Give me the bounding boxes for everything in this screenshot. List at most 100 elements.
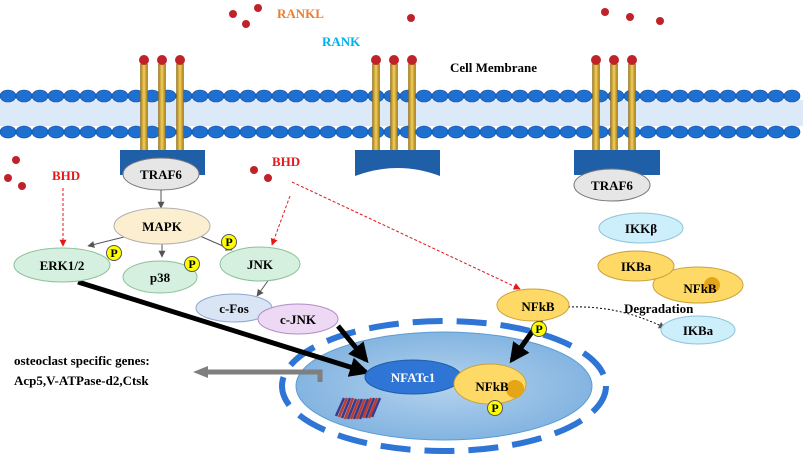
gene-output-line: [208, 369, 323, 382]
cjnk-node: c-JNK: [257, 303, 339, 335]
bound-rankl-ligand: [407, 55, 417, 65]
nfkb-nucleus-subunit: [506, 380, 524, 398]
phospho-nfkb-cyto-circle: [531, 321, 547, 337]
phospho-nfkb-nucleus-circle: [487, 400, 503, 416]
lipid-head: [319, 89, 337, 103]
bhd-dot: [264, 174, 272, 182]
ligand-dot: [407, 14, 415, 22]
phospho-erk: P: [106, 245, 122, 261]
bound-rankl-ligand: [627, 55, 637, 65]
lipid-head: [415, 89, 433, 103]
lipid-head: [655, 89, 673, 103]
cell-membrane-label: Cell Membrane: [450, 60, 537, 75]
lipid-head: [575, 125, 593, 139]
traf6-left-label: TRAF6: [140, 167, 182, 182]
ikkb-node: IKKβ: [598, 212, 684, 244]
lipid-head: [191, 89, 209, 103]
lipid-head: [431, 125, 449, 139]
nfkb-complex-subunit: [704, 277, 720, 293]
lipid-head: [287, 89, 305, 103]
lipid-head: [559, 125, 577, 139]
traf6-left: TRAF6: [120, 150, 205, 191]
mapk-shape: [113, 207, 211, 245]
bhd-molecules: [4, 156, 272, 190]
bound-rankl-ligand: [371, 55, 381, 65]
ikba-shape: [597, 250, 675, 282]
jnk-shape: [219, 246, 301, 282]
osteoclast-genes-title: osteoclast specific genes:: [14, 353, 150, 368]
bhd-dot: [4, 174, 12, 182]
lipid-head: [751, 89, 769, 103]
nfatc1-node: NFATc1: [364, 359, 462, 395]
lipid-head: [47, 89, 65, 103]
ikba-nfkb-complex: IKBa NFkB: [597, 250, 744, 304]
rank-receptor-rod: [176, 63, 184, 153]
phospho-erk-label: P: [110, 246, 117, 260]
bhd-dot: [12, 156, 20, 164]
lipid-head: [495, 89, 513, 103]
lipid-head: [463, 89, 481, 103]
ikkb-label: IKKβ: [625, 221, 657, 236]
rank-receptor-rod: [158, 63, 166, 153]
arrow-bhd-nfkb: [291, 181, 521, 290]
phospho-jnk: P: [221, 234, 237, 250]
lipid-head: [255, 89, 273, 103]
phospho-p38-label: P: [188, 257, 195, 271]
membrane-core: [0, 100, 803, 126]
lipid-head: [767, 89, 785, 103]
nfkb-complex-shape: [652, 266, 744, 304]
jnk-label: JNK: [247, 257, 274, 272]
nfatc1-label: NFATc1: [391, 370, 436, 385]
bound-rankl-ligand: [175, 55, 185, 65]
lipid-head: [703, 125, 721, 139]
rank-receptor-rod: [408, 63, 416, 153]
ikba-degraded-label: IKBa: [683, 323, 714, 338]
lipid-head: [671, 125, 689, 139]
lipid-head: [271, 89, 289, 103]
gene-output-arrow: [193, 366, 323, 382]
lipid-head: [303, 89, 321, 103]
phospho-nfkb-cyto: P: [531, 321, 547, 337]
lipid-head: [559, 89, 577, 103]
lipid-head: [255, 125, 273, 139]
rank-receptor-rod: [592, 63, 600, 153]
lipid-head: [79, 125, 97, 139]
lipid-head: [719, 125, 737, 139]
lipid-head: [95, 125, 113, 139]
lipid-head: [223, 125, 241, 139]
traf6-right-label: TRAF6: [591, 178, 633, 193]
lipid-head: [703, 89, 721, 103]
ligand-dot: [229, 10, 237, 18]
phospho-nfkb-nucleus-label: P: [491, 401, 498, 415]
lipid-head: [735, 125, 753, 139]
lipid-head: [447, 125, 465, 139]
lipid-head: [15, 89, 33, 103]
bound-rankl-ligand: [157, 55, 167, 65]
lipid-head: [47, 125, 65, 139]
rankl-label: RANKL: [277, 6, 324, 21]
lipid-head: [335, 125, 353, 139]
arrow-mapk-erk: [87, 235, 129, 248]
phospho-erk-circle: [106, 245, 122, 261]
rank-receptor-rod: [390, 63, 398, 153]
lipid-head: [431, 89, 449, 103]
free-rankl-ligands: [229, 4, 664, 28]
rank-receptor-rod: [628, 63, 636, 153]
ligand-dot: [254, 4, 262, 12]
p38-node: p38: [122, 260, 198, 294]
ikba-label: IKBa: [621, 259, 652, 274]
lipid-head: [351, 89, 369, 103]
cfos-node: c-Fos: [195, 293, 273, 323]
bhd-label-right: BHD: [272, 154, 300, 169]
lipid-head: [95, 89, 113, 103]
lipid-head: [655, 125, 673, 139]
lipid-head: [447, 89, 465, 103]
gene-output-head: [193, 366, 208, 378]
lipid-head: [287, 125, 305, 139]
p38-label: p38: [150, 270, 171, 285]
lipid-head: [207, 125, 225, 139]
bound-rankl-ligand: [389, 55, 399, 65]
phospho-p38: P: [184, 256, 200, 272]
lipid-head: [31, 125, 49, 139]
nfkb-nucleus-node: NFkB: [453, 363, 527, 405]
